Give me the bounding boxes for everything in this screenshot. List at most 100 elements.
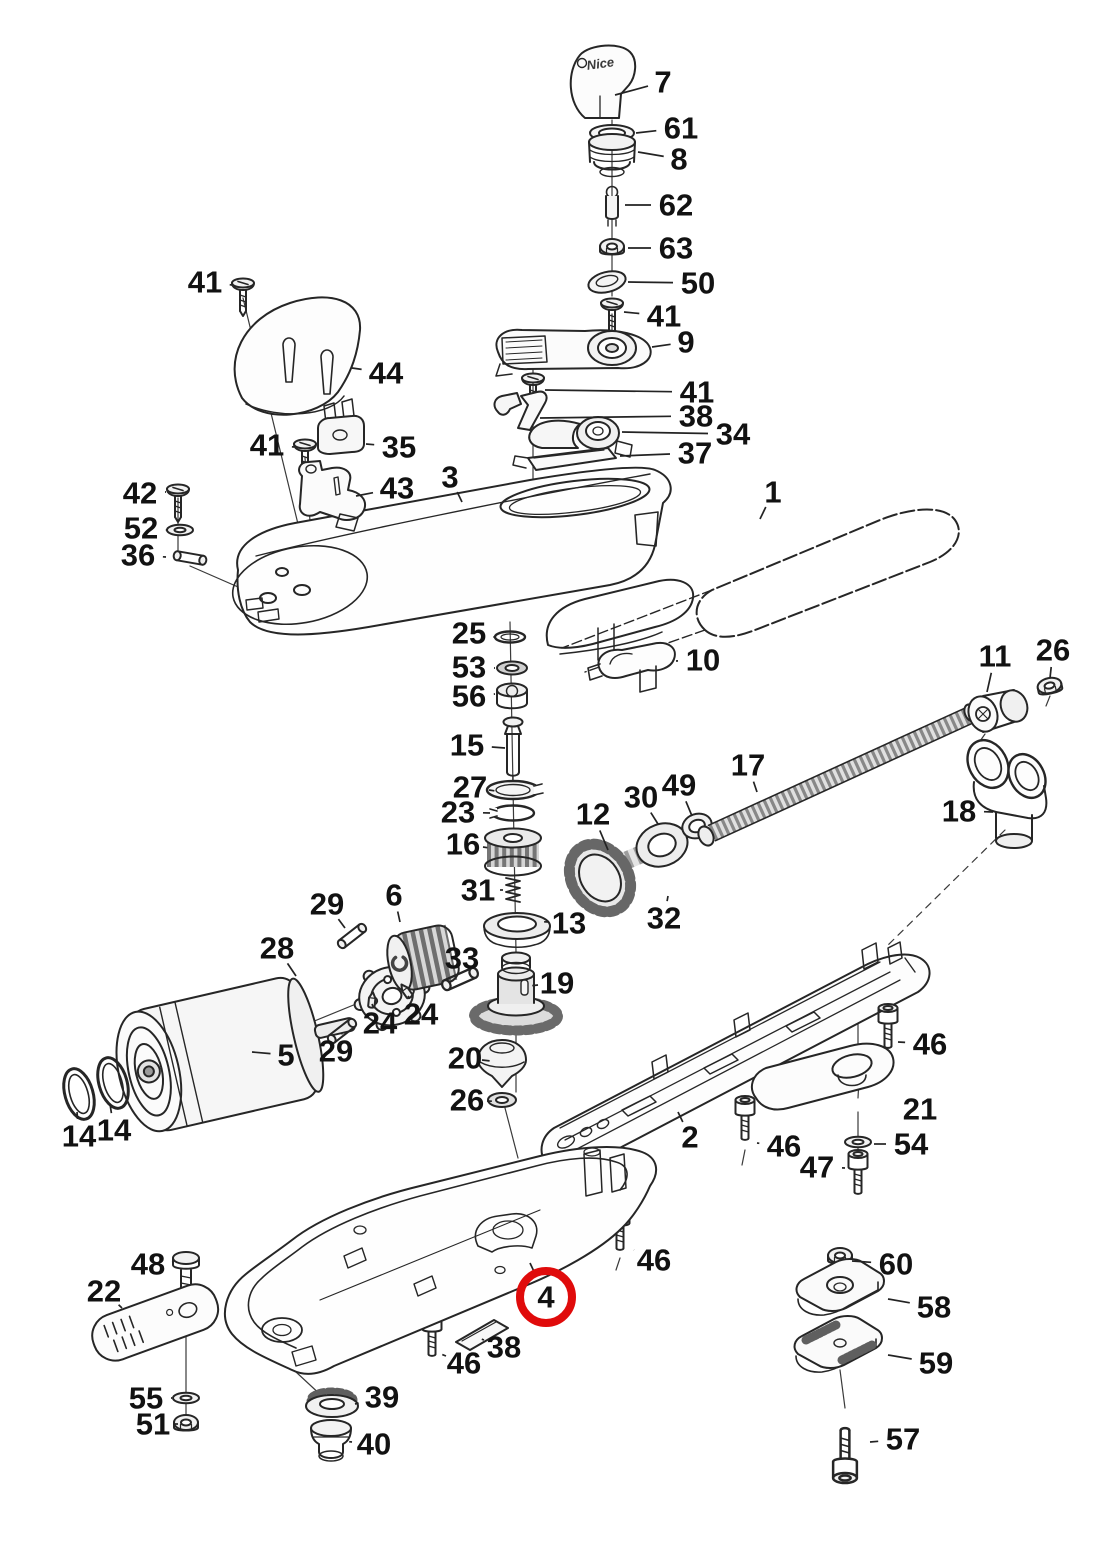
part-label-24: 24	[363, 1006, 398, 1041]
part-label-46: 46	[637, 1243, 671, 1278]
leader-line-49	[685, 800, 693, 817]
part-label-28: 28	[260, 931, 294, 966]
part-3-upper-housing	[231, 466, 672, 636]
part-44-cover-cap	[233, 296, 362, 416]
part-label-41: 41	[680, 375, 714, 410]
part-label-26: 26	[450, 1083, 484, 1118]
leader-line-24	[407, 995, 411, 1000]
part-label-31: 31	[461, 873, 495, 908]
screw-46-a	[877, 1003, 899, 1049]
part-label-58: 58	[917, 1290, 951, 1325]
part-29-pin-a	[335, 921, 369, 951]
part-label-51: 51	[136, 1407, 170, 1442]
leader-line-22	[118, 1304, 123, 1309]
leader-line-30	[650, 812, 659, 825]
leader-line-15	[491, 746, 506, 749]
part-label-62: 62	[659, 188, 693, 223]
leader-line-16	[482, 846, 488, 849]
part-label-48: 48	[131, 1247, 165, 1282]
part-53-seal-ring	[496, 660, 528, 676]
part-27-circlip	[485, 779, 544, 801]
leader-lines	[76, 85, 1053, 1443]
part-label-5: 5	[277, 1038, 294, 1073]
part-16-helical-gear	[484, 827, 542, 877]
part-label-26: 26	[1036, 633, 1070, 668]
leader-line-20	[481, 1059, 490, 1062]
brand-logo-text: Nice	[586, 54, 615, 73]
part-label-41: 41	[647, 299, 681, 334]
part-label-46: 46	[913, 1027, 947, 1062]
leader-line-19	[532, 984, 539, 987]
part-36-pin	[171, 549, 209, 567]
part-26-nut-upper	[1035, 674, 1064, 697]
leader-line-3	[456, 491, 463, 503]
leader-line-38	[481, 1338, 485, 1341]
part-label-42: 42	[123, 476, 157, 511]
part-38-pawl	[493, 390, 548, 431]
part-21-link-plate	[750, 1042, 895, 1111]
leader-line-26	[1049, 666, 1053, 679]
leader-line-11	[986, 672, 993, 693]
leader-line-8	[637, 151, 664, 158]
part-label-3: 3	[441, 460, 458, 495]
part-7-release-key	[569, 44, 637, 119]
highlight-ring	[516, 1267, 576, 1327]
part-51-nut	[173, 1414, 199, 1432]
part-label-7: 7	[654, 65, 671, 100]
part-label-52: 52	[124, 511, 158, 546]
part-label-60: 60	[879, 1247, 913, 1282]
part-55-washer	[172, 1391, 200, 1405]
part-11-pivot-bushing	[967, 689, 1029, 733]
part-63-nut	[599, 238, 625, 256]
part-label-6: 6	[385, 878, 402, 913]
leader-line-5	[251, 1051, 271, 1055]
screw-46-b	[734, 1095, 756, 1141]
part-52-washer	[166, 523, 194, 537]
leader-line-41	[544, 389, 673, 393]
leader-line-50	[627, 281, 674, 284]
part-47-bolt	[847, 1149, 869, 1195]
part-label-23: 23	[441, 795, 475, 830]
part-label-19: 19	[540, 966, 574, 1001]
part-label-44: 44	[369, 356, 404, 391]
part-label-38: 38	[679, 399, 713, 434]
part-label-9: 9	[677, 325, 694, 360]
part-50-cap	[587, 270, 627, 294]
part-label-40: 40	[357, 1427, 391, 1462]
part-59-clamp-plate-lower	[793, 1315, 883, 1373]
leader-line-1	[759, 506, 767, 520]
part-label-30: 30	[624, 780, 658, 815]
leader-line-17	[752, 781, 758, 793]
part-label-32: 32	[647, 901, 681, 936]
part-31-spring	[505, 877, 521, 903]
part-label-22: 22	[87, 1274, 121, 1309]
part-label-25: 25	[452, 616, 486, 651]
leader-line-46	[441, 1353, 447, 1357]
part-23-snap-ring	[489, 804, 536, 822]
part-10-clamp-bracket	[587, 642, 676, 693]
part-label-10: 10	[686, 643, 720, 678]
part-9-release-lever	[495, 328, 652, 377]
part-19-bevel-pinion	[469, 951, 563, 1036]
part-57-bolt	[831, 1426, 859, 1485]
leader-line-57	[869, 1440, 879, 1443]
part-label-34: 34	[716, 417, 751, 452]
part-label-46: 46	[447, 1346, 481, 1381]
part-35-mount-block	[317, 398, 365, 455]
part-label-14: 14	[97, 1113, 132, 1148]
part-39-ring-nut	[305, 1387, 359, 1418]
leader-line-14	[109, 1103, 113, 1114]
leader-line-58	[887, 1298, 910, 1304]
leader-line-9	[651, 343, 671, 348]
leader-line-37	[619, 453, 671, 457]
part-label-18: 18	[942, 794, 976, 829]
part-5-motor	[115, 976, 356, 1133]
part-label-55: 55	[129, 1381, 163, 1416]
part-38-label-plate	[455, 1319, 509, 1351]
part-label-43: 43	[380, 471, 414, 506]
part-label-14: 14	[62, 1119, 97, 1154]
part-label-37: 37	[678, 436, 712, 471]
part-56-bushing	[496, 682, 528, 710]
